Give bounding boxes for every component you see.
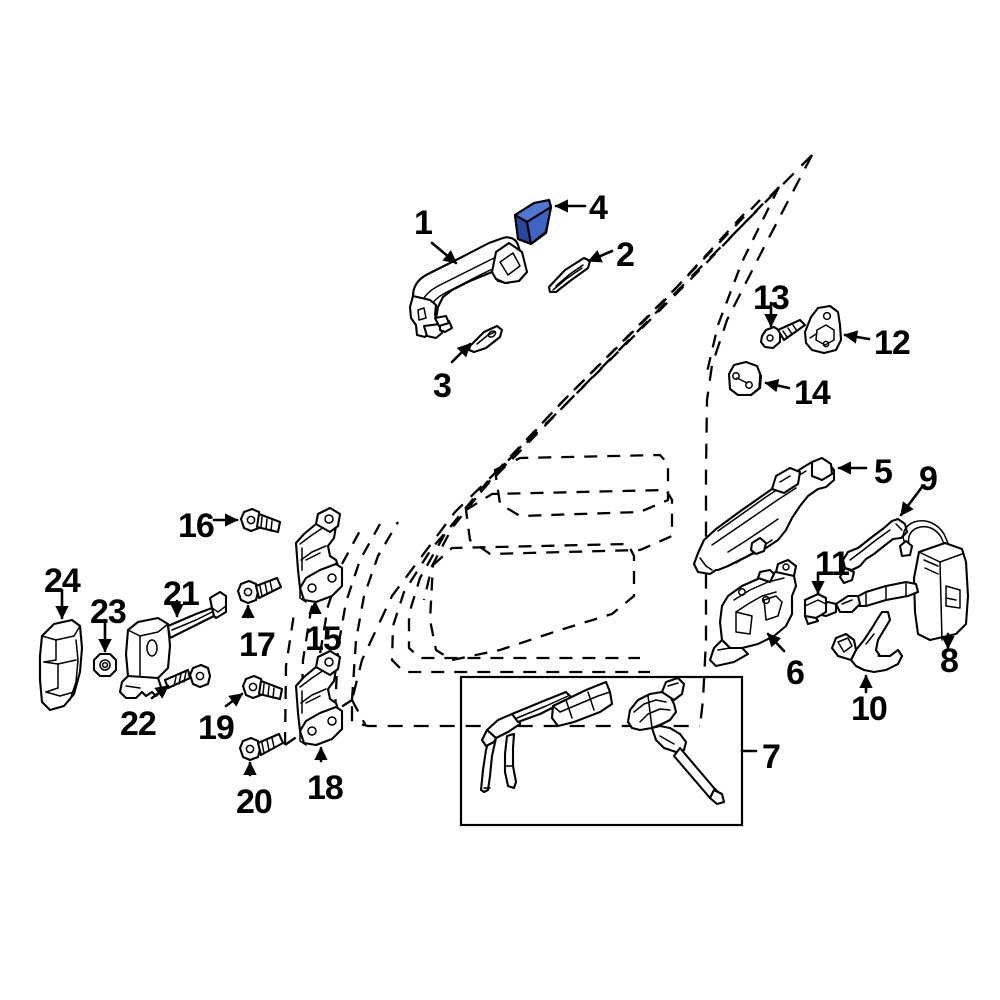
callout-label-6[interactable]: 6 bbox=[786, 654, 805, 692]
callout-label-10[interactable]: 10 bbox=[851, 690, 888, 728]
callout-label-12[interactable]: 12 bbox=[874, 324, 911, 362]
callout-label-21[interactable]: 21 bbox=[163, 575, 200, 613]
callout-label-15[interactable]: 15 bbox=[305, 620, 342, 658]
callout-label-1[interactable]: 1 bbox=[414, 204, 433, 242]
part-4-handle-end-cap bbox=[513, 198, 553, 246]
part-5-handle-base-carrier bbox=[692, 456, 836, 576]
part-14-striker-shim bbox=[727, 360, 763, 397]
part-13-striker-bolt bbox=[759, 318, 807, 350]
part-7-lock-cylinder-inset bbox=[459, 675, 744, 827]
callout-label-20[interactable]: 20 bbox=[236, 783, 273, 821]
part-9-lock-rod-link bbox=[838, 517, 909, 585]
callout-label-8[interactable]: 8 bbox=[940, 642, 959, 680]
callout-label-11[interactable]: 11 bbox=[815, 545, 850, 583]
callout-label-4[interactable]: 4 bbox=[589, 189, 608, 227]
part-16-hinge-bolt bbox=[239, 507, 282, 534]
callout-label-7[interactable]: 7 bbox=[762, 738, 781, 776]
part-10-lock-lever bbox=[830, 610, 904, 674]
callout-label-19[interactable]: 19 bbox=[198, 709, 235, 747]
part-3-handle-clip bbox=[467, 324, 504, 354]
part-2-handle-cover-strip bbox=[547, 256, 592, 294]
part-1-door-handle bbox=[408, 236, 529, 340]
callout-label-3[interactable]: 3 bbox=[433, 367, 452, 405]
callout-label-18[interactable]: 18 bbox=[307, 769, 344, 807]
callout-label-22[interactable]: 22 bbox=[120, 705, 157, 743]
part-22-check-strap-bolt bbox=[163, 663, 212, 690]
part-11-lock-retainer-clip bbox=[803, 592, 828, 626]
part-12-door-striker bbox=[803, 304, 843, 355]
part-15-upper-door-hinge bbox=[294, 506, 344, 604]
part-20-hinge-bolt bbox=[238, 732, 285, 762]
door-panel-outline bbox=[283, 154, 814, 746]
callout-leaders bbox=[55, 199, 955, 777]
callout-label-9[interactable]: 9 bbox=[919, 460, 938, 498]
part-6-lock-bracket bbox=[708, 558, 798, 668]
callout-label-23[interactable]: 23 bbox=[90, 593, 127, 631]
part-18-lower-door-hinge bbox=[294, 649, 344, 747]
callout-label-16[interactable]: 16 bbox=[178, 507, 215, 545]
callout-label-13[interactable]: 13 bbox=[753, 279, 790, 317]
part-19-hinge-bolt bbox=[241, 674, 284, 701]
callout-label-17[interactable]: 17 bbox=[239, 626, 276, 664]
callout-label-14[interactable]: 14 bbox=[794, 374, 831, 412]
callout-label-24[interactable]: 24 bbox=[44, 562, 81, 600]
callout-label-5[interactable]: 5 bbox=[874, 453, 893, 491]
part-21-door-check-strap bbox=[118, 590, 228, 700]
part-17-hinge-bolt bbox=[236, 576, 283, 605]
callout-label-2[interactable]: 2 bbox=[616, 236, 635, 274]
part-23-check-strap-nut bbox=[92, 652, 118, 678]
part-24-check-strap-cover bbox=[38, 618, 84, 712]
